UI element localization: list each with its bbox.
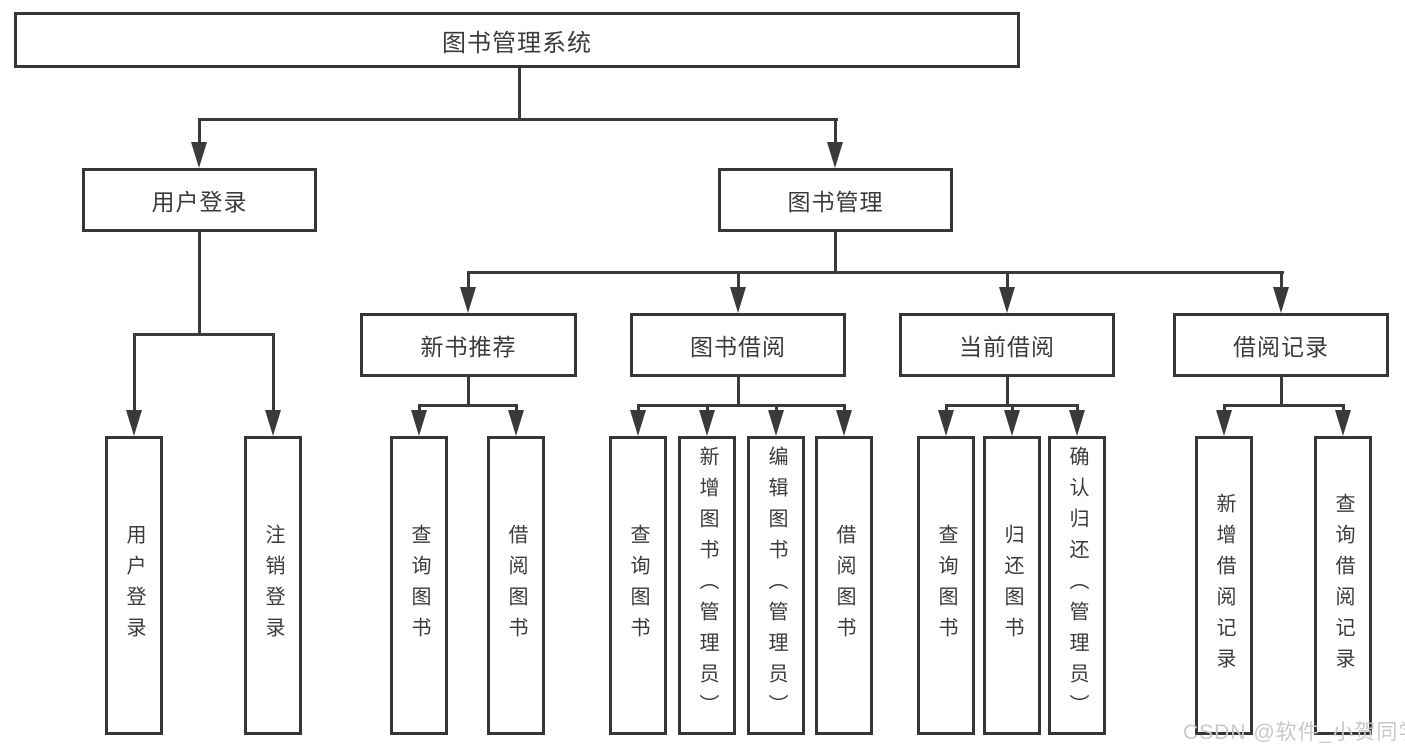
- arrowhead-down-icon: [508, 410, 524, 436]
- node-label: 归还图书: [1001, 523, 1023, 648]
- connector-bar-group3: [637, 404, 846, 407]
- connector-stem: [834, 118, 837, 146]
- connector-stem: [834, 230, 837, 274]
- connector-bar-level2: [198, 118, 838, 121]
- connector-bar-group2: [418, 404, 518, 407]
- node-leaf-logout: 注销登录: [244, 436, 302, 735]
- arrowhead-down-icon: [191, 142, 207, 168]
- arrowhead-down-icon: [1004, 410, 1020, 436]
- node-leaf-user-login: 用户登录: [105, 436, 163, 735]
- node-leaf-query-books: 查询图书: [609, 436, 667, 735]
- connector-bar-group1: [133, 333, 275, 336]
- node-leaf-edit-books-admin: 编辑图书（管理员）: [747, 436, 805, 735]
- node-label: 新增借阅记录: [1213, 492, 1235, 679]
- connector-stem: [1280, 377, 1283, 407]
- arrowhead-down-icon: [827, 142, 843, 168]
- connector-stem: [467, 271, 470, 293]
- watermark: CSDN @软件_小贺同学: [1183, 721, 1405, 744]
- node-leaf-query-books: 查询图书: [390, 436, 448, 735]
- node-label: 借阅图书: [833, 523, 855, 648]
- connector-stem: [198, 118, 201, 146]
- node-leaf-add-borrow-record: 新增借阅记录: [1195, 436, 1253, 735]
- node-borrowing-records: 借阅记录: [1173, 313, 1389, 377]
- node-leaf-return-books: 归还图书: [983, 436, 1041, 735]
- arrowhead-down-icon: [699, 410, 715, 436]
- arrowhead-down-icon: [1335, 410, 1351, 436]
- node-new-book-recommend: 新书推荐: [360, 313, 577, 377]
- arrowhead-down-icon: [768, 410, 784, 436]
- arrowhead-down-icon: [1069, 410, 1085, 436]
- arrowhead-down-icon: [630, 410, 646, 436]
- node-label: 编辑图书（管理员）: [765, 446, 787, 725]
- node-leaf-add-books-admin: 新增图书（管理员）: [678, 436, 736, 735]
- node-book-borrowing: 图书借阅: [630, 313, 846, 377]
- node-library-system: 图书管理系统: [14, 12, 1020, 68]
- connector-bar-group5: [1223, 404, 1345, 407]
- connector-root-stem: [518, 68, 521, 119]
- node-leaf-query-books: 查询图书: [917, 436, 975, 735]
- node-leaf-borrow-books: 借阅图书: [487, 436, 545, 735]
- node-label: 确认归还（管理员）: [1066, 446, 1088, 725]
- node-leaf-borrow-books: 借阅图书: [815, 436, 873, 735]
- connector-stem: [1280, 271, 1283, 293]
- arrowhead-down-icon: [411, 410, 427, 436]
- connector-stem: [737, 271, 740, 293]
- node-user-login: 用户登录: [82, 168, 317, 232]
- arrowhead-down-icon: [460, 287, 476, 313]
- node-label: 查询图书: [408, 523, 430, 648]
- arrowhead-down-icon: [1273, 287, 1289, 313]
- arrowhead-down-icon: [938, 410, 954, 436]
- connector-stem: [272, 333, 275, 415]
- node-label: 新增图书（管理员）: [696, 446, 718, 725]
- connector-stem: [1006, 377, 1009, 407]
- node-leaf-confirm-return-admin: 确认归还（管理员）: [1048, 436, 1106, 735]
- node-label: 用户登录: [123, 523, 145, 648]
- arrowhead-down-icon: [730, 287, 746, 313]
- connector-stem: [1006, 271, 1009, 293]
- arrowhead-down-icon: [126, 410, 142, 436]
- node-leaf-query-borrow-record: 查询借阅记录: [1314, 436, 1372, 735]
- connector-stem: [467, 377, 470, 407]
- arrowhead-down-icon: [1216, 410, 1232, 436]
- node-current-borrowing: 当前借阅: [899, 313, 1115, 377]
- node-label: 借阅图书: [505, 523, 527, 648]
- node-label: 注销登录: [262, 523, 284, 648]
- node-label: 查询图书: [935, 523, 957, 648]
- connector-stem: [133, 333, 136, 415]
- arrowhead-down-icon: [999, 287, 1015, 313]
- node-book-management: 图书管理: [718, 168, 953, 232]
- arrowhead-down-icon: [836, 410, 852, 436]
- node-label: 查询图书: [627, 523, 649, 648]
- connector-stem: [198, 230, 201, 336]
- connector-stem: [737, 377, 740, 407]
- node-label: 查询借阅记录: [1332, 492, 1354, 679]
- connector-bar-level3: [467, 271, 1284, 274]
- arrowhead-down-icon: [265, 410, 281, 436]
